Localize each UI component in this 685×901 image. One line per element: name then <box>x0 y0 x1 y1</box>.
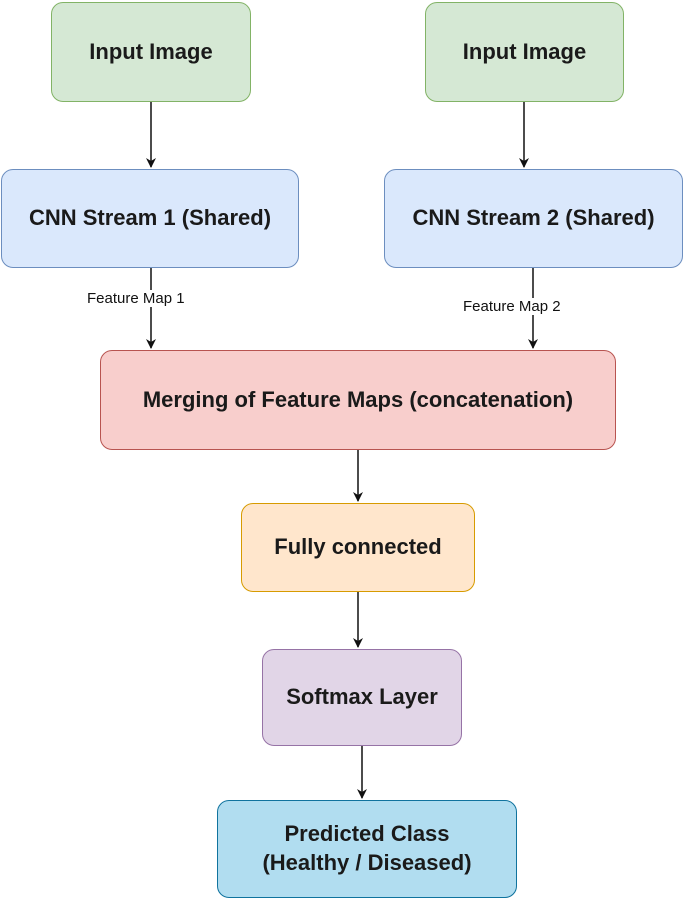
feature-map-1-label: Feature Map 1 <box>86 290 186 307</box>
input-image-2-label: Input Image <box>462 38 587 64</box>
merging-node: Merging of Feature Maps (concatenation) <box>100 350 616 450</box>
cnn-stream-1-node: CNN Stream 1 (Shared) <box>1 169 299 268</box>
feature-map-2-label: Feature Map 2 <box>462 298 562 315</box>
softmax-node: Softmax Layer <box>262 649 462 746</box>
fully-connected-node: Fully connected <box>241 503 475 592</box>
predicted-class-label: Predicted Class <box>284 821 450 847</box>
predicted-class-options: (Healthy / Diseased) <box>262 850 472 875</box>
softmax-label: Softmax Layer <box>286 684 438 710</box>
merging-label: Merging of Feature Maps (concatenation) <box>142 386 574 412</box>
cnn-stream-1-label: CNN Stream 1 (Shared) <box>28 205 272 231</box>
cnn-stream-2-label: CNN Stream 2 (Shared) <box>412 205 655 231</box>
cnn-stream-2-node: CNN Stream 2 (Shared) <box>384 169 683 268</box>
input-image-1-label: Input Image <box>89 38 213 64</box>
predicted-class-node: Predicted Class (Healthy / Diseased) <box>217 800 517 898</box>
fully-connected-label: Fully connected <box>274 534 442 560</box>
input-image-1-node: Input Image <box>51 2 251 102</box>
input-image-2-node: Input Image <box>425 2 624 102</box>
